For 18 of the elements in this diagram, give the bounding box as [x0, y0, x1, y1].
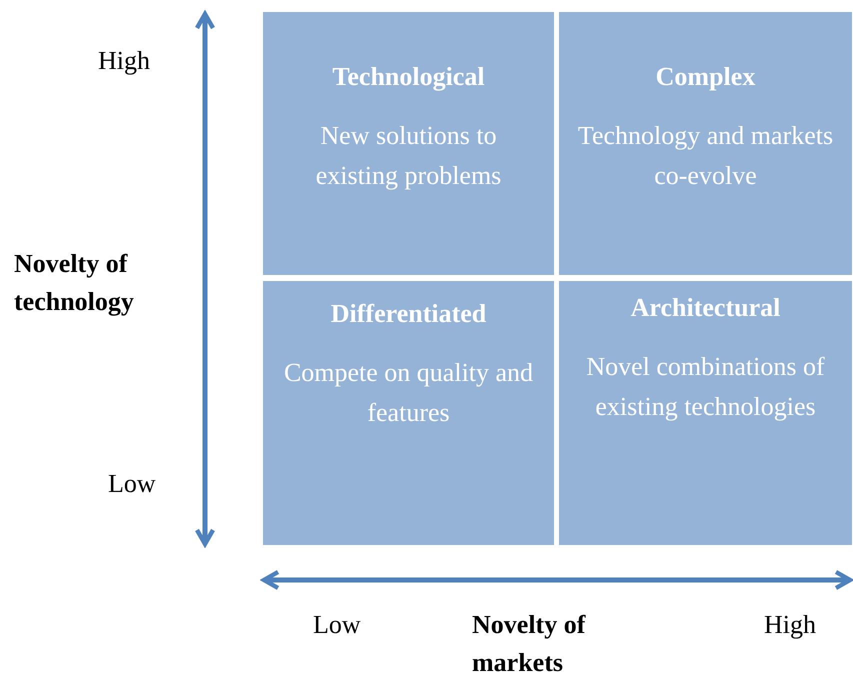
- quadrant-description: Compete on quality and features: [282, 357, 534, 429]
- quadrant-title: Complex: [654, 61, 756, 93]
- quadrant-title: Differentiated: [330, 298, 488, 330]
- quadrant-box: [263, 281, 554, 545]
- quadrant-description: Novel combinations of existing technologies: [585, 351, 826, 423]
- quadrant-box: [559, 12, 852, 275]
- axis-title: Novelty of technology: [14, 248, 135, 318]
- axis-tick-label: High: [98, 45, 150, 77]
- axis-tick-label: Low: [313, 609, 361, 641]
- quadrant-description: New solutions to existing problems: [314, 120, 502, 192]
- quadrant-box: [263, 12, 554, 275]
- quadrant-description: Technology and markets co-evolve: [577, 120, 834, 192]
- quadrant-box: [559, 281, 852, 545]
- axis-tick-label: Low: [108, 468, 156, 500]
- quadrant-title: Architectural: [630, 292, 782, 324]
- quadrant-title: Technological: [331, 61, 486, 93]
- axis-tick-label: High: [764, 609, 816, 641]
- axis-title: Novelty of markets: [472, 609, 587, 679]
